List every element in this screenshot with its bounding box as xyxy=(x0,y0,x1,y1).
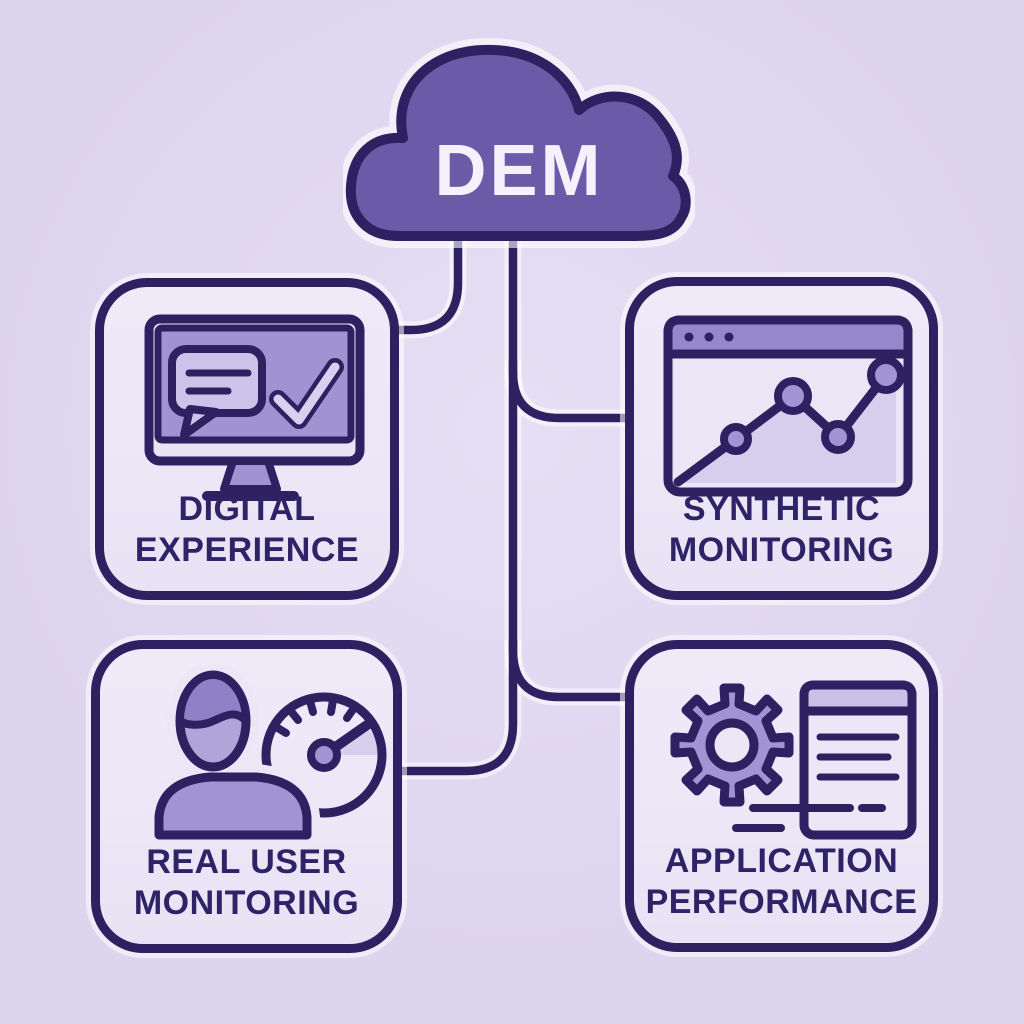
line-chart xyxy=(673,356,905,487)
label-line: PERFORMANCE xyxy=(645,883,918,922)
cloud-icon xyxy=(338,37,698,248)
checkmark-icon xyxy=(269,358,344,429)
connector-to-real-user-monitoring xyxy=(397,640,518,776)
connector-to-digital-experience xyxy=(397,232,463,335)
label-line: REAL USER xyxy=(146,843,347,882)
node-label-digital-experience: DIGITAL EXPERIENCE xyxy=(104,489,390,571)
monitor-stand xyxy=(220,457,281,493)
node-label-real-user-monitoring: REAL USER MONITORING xyxy=(100,842,393,924)
gear-document-icon xyxy=(670,680,917,840)
browser-dots xyxy=(684,332,734,342)
label-line: APPLICATION xyxy=(664,842,899,881)
node-label-application-performance: APPLICATION PERFORMANCE xyxy=(634,841,929,923)
speed-lines xyxy=(732,804,886,832)
browser-line-chart-icon xyxy=(663,315,913,497)
document-lines xyxy=(816,733,900,781)
dem-cloud-node: DEM xyxy=(338,37,698,248)
user-icon xyxy=(146,665,320,848)
label-line: MONITORING xyxy=(668,531,895,570)
label-line: EXPERIENCE xyxy=(134,531,360,570)
user-speedometer-icon xyxy=(146,665,387,848)
connector-paths xyxy=(397,232,629,776)
monitor-check-icon xyxy=(144,314,365,501)
label-line: MONITORING xyxy=(133,884,360,923)
chat-bubble-icon xyxy=(168,345,266,439)
node-card-synthetic-monitoring: SYNTHETIC MONITORING xyxy=(625,277,938,600)
gear-icon xyxy=(670,683,794,807)
speedometer-icon xyxy=(261,692,387,818)
user-hair xyxy=(176,671,250,729)
label-line: DIGITAL xyxy=(178,490,316,529)
document-header xyxy=(799,680,917,716)
dem-title: DEM xyxy=(434,131,604,211)
node-card-real-user-monitoring: REAL USER MONITORING xyxy=(91,640,402,953)
node-card-application-performance: APPLICATION PERFORMANCE xyxy=(625,640,938,952)
connector-to-synthetic-monitoring xyxy=(508,232,629,423)
user-body xyxy=(154,772,312,840)
node-card-digital-experience: DIGITAL EXPERIENCE xyxy=(95,278,399,600)
browser-toolbar xyxy=(663,315,913,359)
node-label-synthetic-monitoring: SYNTHETIC MONITORING xyxy=(634,489,929,571)
document-icon xyxy=(799,680,917,840)
label-line: SYNTHETIC xyxy=(682,490,881,529)
